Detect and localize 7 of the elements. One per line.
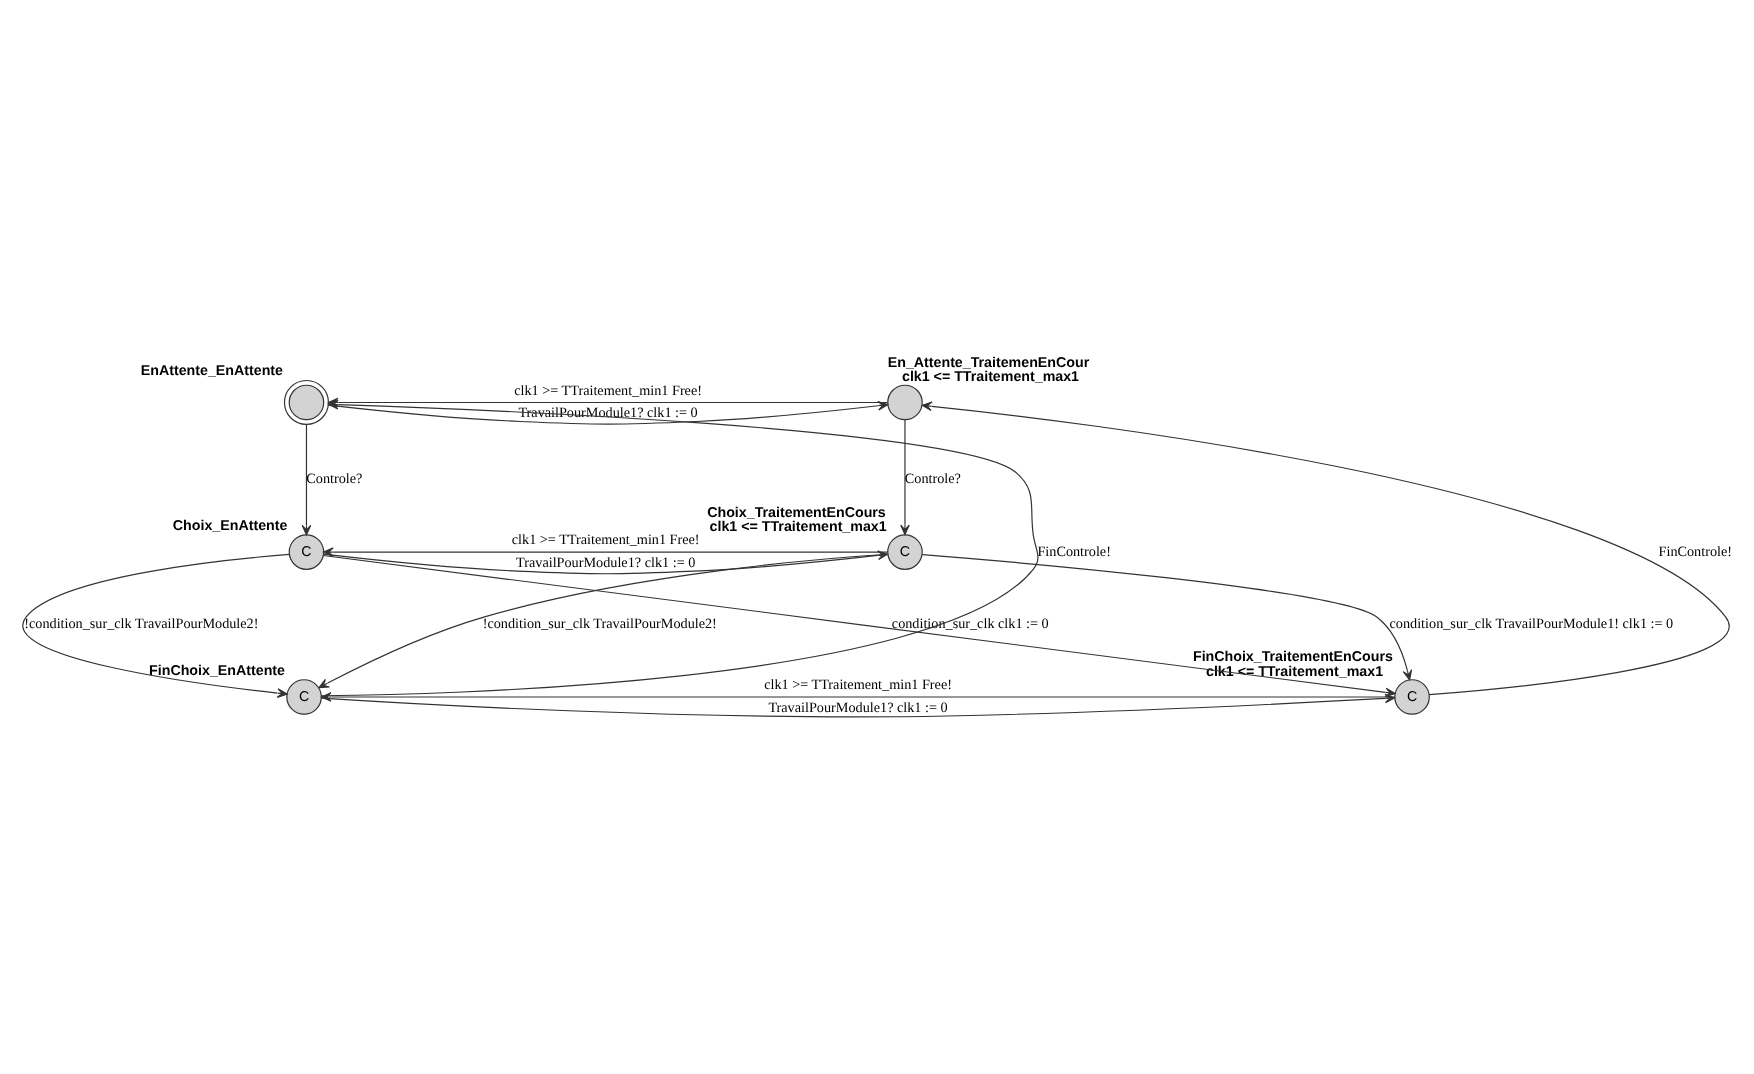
arrow: [900, 419, 910, 536]
arrow: [921, 554, 1413, 681]
arrow: [318, 553, 889, 689]
node-circle: [887, 384, 923, 421]
arrow: [323, 547, 889, 557]
arrow: [22, 553, 290, 698]
arrow: [301, 423, 312, 536]
